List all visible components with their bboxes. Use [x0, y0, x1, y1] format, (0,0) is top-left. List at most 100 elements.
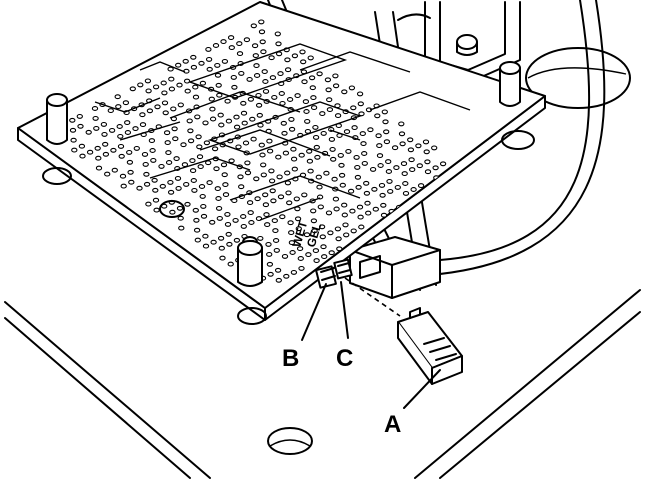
pcb-hole	[161, 100, 169, 106]
rear-hole	[525, 47, 631, 109]
pcb-hole	[221, 172, 228, 178]
pcb-hole	[310, 208, 317, 214]
pcb-hole	[95, 165, 103, 171]
pcb-hole	[294, 93, 301, 99]
pcb-hole	[209, 106, 216, 112]
pcb-hole	[233, 124, 241, 130]
header-pin-c	[333, 258, 353, 280]
pcb-hole	[206, 66, 213, 72]
pcb-hole	[360, 141, 367, 147]
pcb-hole	[353, 154, 360, 160]
pcb-hole	[91, 106, 99, 111]
pcb-hole	[193, 227, 201, 233]
pcb-hole	[192, 84, 199, 90]
pcb-hole	[376, 153, 384, 159]
base-plate	[4, 289, 641, 479]
pcb-hole	[283, 273, 290, 279]
pcb-hole	[339, 182, 346, 188]
pcb-hole	[214, 72, 222, 78]
pcb-hole	[354, 164, 361, 170]
pcb-hole	[328, 136, 336, 142]
pcb-hole	[391, 145, 399, 151]
pcb-hole	[186, 118, 193, 124]
pcb-hole	[232, 217, 239, 223]
pcb-hole	[251, 43, 259, 49]
pcb-hole	[215, 205, 223, 211]
pcb-hole	[274, 267, 282, 273]
pcb-hole	[303, 232, 311, 238]
pcb-hole	[291, 166, 298, 172]
pcb-hole	[290, 156, 298, 162]
pcb-hole	[255, 92, 262, 98]
pcb-hole	[354, 174, 362, 180]
pcb-hole	[275, 154, 282, 160]
pcb-hole	[355, 184, 362, 190]
pcb-hole	[202, 233, 209, 239]
pcb-hole	[148, 138, 156, 144]
pcb-hole	[92, 115, 99, 121]
pcb-hole	[195, 134, 202, 140]
pcb-hole	[298, 265, 305, 271]
pcb-hole	[222, 182, 229, 188]
pcb-hole	[262, 79, 269, 84]
pcb-hole	[240, 110, 248, 116]
pcb-hole	[287, 220, 294, 226]
pcb-hole	[341, 212, 348, 218]
pcb-hole	[331, 176, 338, 182]
pcb-hole	[183, 181, 190, 187]
pcb-hole	[218, 122, 225, 128]
pcb-hole	[226, 241, 233, 247]
standoff-posts	[42, 61, 535, 325]
pcb-hole	[295, 226, 302, 232]
base-hole	[267, 427, 313, 455]
pcb-hole	[150, 157, 157, 163]
pcb-hole	[305, 252, 312, 258]
pcb-hole	[261, 69, 268, 75]
pcb-hole	[228, 45, 235, 51]
pcb-hole	[303, 109, 310, 114]
pcb-hole	[312, 248, 320, 254]
pcb-hole	[399, 141, 406, 147]
pcb-hole	[380, 212, 388, 218]
pcb-hole	[272, 238, 280, 243]
pcb-hole	[217, 112, 224, 118]
pcb-hole	[253, 63, 260, 69]
pcb-hole	[190, 64, 198, 70]
pcb-hole	[139, 112, 146, 118]
pcb-hole	[216, 215, 223, 221]
pcb-hole	[363, 190, 371, 196]
pcb-hole	[108, 127, 116, 133]
pcb-hole	[277, 71, 284, 77]
pcb-hole	[387, 188, 394, 194]
pcb-hole	[203, 140, 211, 146]
pcb-hole	[213, 166, 220, 172]
pcb-hole	[274, 31, 281, 37]
pcb-board	[17, 1, 546, 321]
pcb-hole	[145, 88, 152, 94]
pcb-hole	[327, 230, 334, 236]
leader-a	[403, 369, 441, 409]
pcb-hole	[329, 146, 336, 152]
insertion-guide	[344, 277, 401, 317]
pcb-hole	[400, 161, 408, 167]
pcb-hole	[318, 224, 326, 230]
pcb-hole	[152, 187, 159, 193]
pcb-hole	[422, 139, 430, 145]
pcb-hole	[177, 215, 184, 221]
pcb-hole	[288, 240, 296, 246]
pcb-hole	[279, 214, 286, 220]
pcb-hole	[167, 179, 174, 185]
pcb-hole	[263, 212, 270, 218]
pcb-hole	[246, 200, 254, 206]
pcb-hole	[320, 244, 327, 250]
pcb-hole	[149, 148, 156, 153]
pcb-hole	[341, 202, 348, 208]
pcb-hole	[342, 222, 349, 228]
pcb-hole	[356, 204, 364, 210]
pcb-hole	[264, 222, 271, 228]
pcb-hole	[198, 60, 205, 66]
pcb-hole	[124, 130, 132, 135]
pcb-hole	[170, 106, 177, 112]
pcb-hole	[332, 73, 339, 79]
pcb-hole	[224, 211, 231, 217]
